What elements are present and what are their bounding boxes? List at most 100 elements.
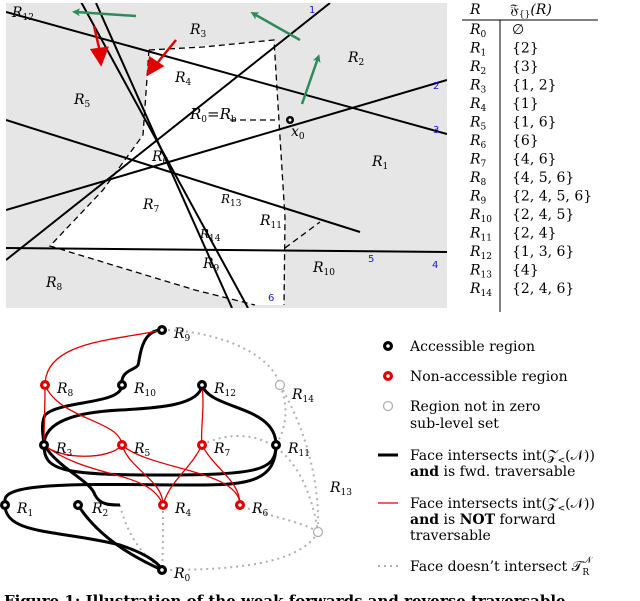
- table-row-value: {4, 5, 6}: [512, 170, 574, 186]
- table-row-region: R8: [469, 170, 487, 188]
- map-label-r1: R1: [371, 154, 388, 172]
- table-row-region: R4: [469, 96, 487, 114]
- table-row: R10{2, 4, 5}: [469, 207, 574, 225]
- node-label: R13: [329, 480, 352, 498]
- legend-black-label-2: and is fwd. traversable: [410, 464, 575, 480]
- edge-red-r5-r4: [121, 444, 164, 506]
- graph-node-r12: R12: [197, 380, 236, 399]
- x0-label: x0: [291, 124, 305, 142]
- line-1b: [95, 3, 233, 308]
- table-row-value: {2, 4}: [512, 226, 557, 242]
- edge-black-r3-r11: [42, 444, 278, 477]
- edge-red-r7-r4: [162, 444, 203, 506]
- edge-grey-r14-r11: [275, 384, 287, 446]
- graph-node-r7: R7: [197, 440, 231, 459]
- edge-black-r10-r3: [40, 384, 124, 446]
- graph-node-r6: R6: [235, 500, 269, 519]
- legend-grey-label: Face doesn’t intersect 𝒯R𝒩: [410, 556, 593, 578]
- red-arrow-1-head: [89, 46, 109, 67]
- map-label-r14: R14: [199, 227, 221, 244]
- table-row-value: {6}: [512, 133, 539, 149]
- legend-accessible-marker-core: [386, 344, 390, 348]
- legend-not-zero-label-1: Region not in zero: [410, 399, 540, 415]
- graph-node-r5: R5: [117, 440, 151, 459]
- table-row-region: R11: [469, 226, 492, 244]
- node-label: R4: [174, 501, 192, 519]
- node-marker-core: [160, 568, 164, 572]
- table-row-value: {2, 4, 5, 6}: [512, 189, 592, 205]
- table-row-region: R0: [469, 22, 487, 40]
- table-row: R12 {1, 3, 6}: [469, 244, 574, 262]
- line-3: [6, 11, 447, 135]
- line-number-6: 6: [268, 293, 274, 304]
- map-label-r9: R9: [202, 256, 220, 274]
- red-arrow-2-head: [146, 55, 165, 77]
- table-row: R8 {4, 5, 6}: [469, 170, 574, 188]
- node-marker-core: [120, 383, 124, 387]
- node-label: R1: [16, 501, 33, 519]
- map-label-r3: R3: [189, 22, 207, 40]
- node-marker-core: [200, 383, 204, 387]
- node-marker: [274, 379, 286, 391]
- map-label-r13: R13: [220, 192, 242, 209]
- map-label-r4: R4: [174, 70, 192, 88]
- face-table: R 𝔉{}(R) R0∅R1{2}R2{3}R3{1, 2}R4{1}R5{1,…: [462, 2, 598, 312]
- table-row-region: R3: [469, 78, 487, 96]
- table-row-value: {1, 3, 6}: [512, 244, 574, 260]
- graph-node-r9: R9: [157, 325, 191, 344]
- node-marker-core: [274, 443, 278, 447]
- legend-not-zero-marker: [382, 400, 394, 412]
- graph-node-r3: R3: [39, 440, 73, 459]
- edge-grey-r13-r6: [239, 504, 319, 533]
- map-label-r2: R2: [347, 50, 364, 68]
- graph-node-r11: R11: [271, 440, 310, 459]
- node-label: R3: [55, 441, 73, 459]
- node-marker: [312, 526, 324, 538]
- legend-non-accessible-marker-core: [386, 374, 390, 378]
- graph-node-r0: R0: [157, 565, 191, 584]
- table-row-value: {2}: [512, 41, 539, 57]
- graph-node-r14: R14: [274, 379, 314, 405]
- table-row-region: R9: [469, 189, 487, 207]
- table-row: R6 {6}: [469, 133, 539, 151]
- red-arrow-1: [92, 25, 102, 53]
- edge-black-r9-r10: [120, 328, 163, 386]
- figure-caption: Figure 1: Illustration of the weak forwa…: [4, 592, 566, 601]
- table-row-region: R6: [469, 133, 487, 151]
- line-number-2: 2: [433, 81, 439, 92]
- edge-black-r3-r2: [42, 444, 121, 507]
- table-row: R14{2, 4, 6}: [469, 281, 574, 299]
- legend-black-label-1: Face intersects int(𝒵<(𝒩)): [410, 448, 595, 466]
- table-row: R5{1, 6}: [469, 115, 557, 133]
- node-label: R11: [287, 441, 310, 459]
- edge-black-r1-r0: [3, 504, 164, 571]
- table-row-region: R14: [469, 281, 492, 299]
- node-marker-core: [160, 328, 164, 332]
- table-row-value: ∅: [512, 22, 524, 38]
- edge-black-r2-r0b: [76, 504, 163, 572]
- line-number-5: 5: [368, 254, 374, 265]
- node-marker-core: [42, 443, 46, 447]
- flow-arrow-3: [300, 54, 321, 105]
- graph-node-r8: R8: [40, 380, 74, 399]
- red-arrow-2: [157, 39, 177, 63]
- table-row-value: {4, 6}: [512, 152, 557, 168]
- graph-node-r10: R10: [117, 380, 156, 399]
- map-label-r8: R8: [45, 275, 63, 293]
- map-label-r7: R7: [142, 197, 160, 215]
- line-number-3: 3: [433, 125, 439, 136]
- node-marker-core: [3, 503, 7, 507]
- line-number-4: 4: [432, 260, 438, 271]
- line-4: [6, 247, 447, 253]
- table-row-region: R1: [469, 41, 486, 59]
- graph-node-r4: R4: [158, 500, 192, 519]
- dashed-boundary-left: [48, 49, 256, 306]
- x0-point-core: [288, 118, 292, 122]
- table-row: R7{4, 6}: [469, 152, 557, 170]
- table-row: R11 {2, 4}: [469, 226, 557, 244]
- graph-node-r1: R1: [0, 500, 33, 519]
- table-row-region: R12: [469, 244, 492, 262]
- table-row-value: {1, 2}: [512, 78, 557, 94]
